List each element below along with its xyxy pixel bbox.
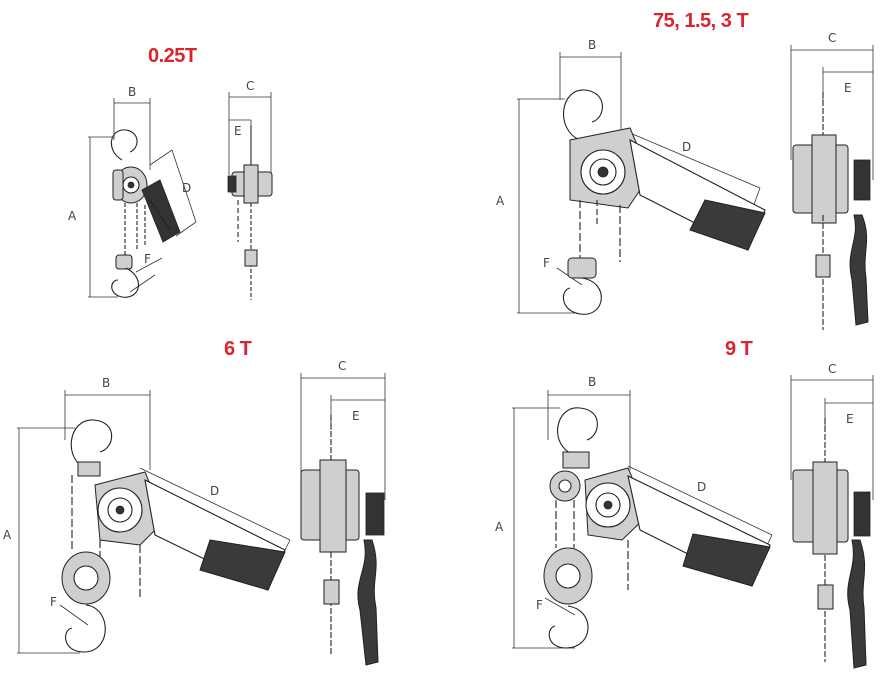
drawing-0.25t-side xyxy=(227,92,273,300)
dim-a-6t: A xyxy=(3,528,12,542)
dim-b-075: B xyxy=(588,38,596,52)
dim-c-9t: C xyxy=(828,362,836,376)
dim-e-075: E xyxy=(844,81,852,95)
drawing-075-1.5-3t-side xyxy=(790,45,874,330)
title-075-1.5-3t: 75, 1.5, 3 T xyxy=(653,10,748,32)
dim-f-6t: F xyxy=(50,595,57,609)
drawing-6t-front xyxy=(17,390,291,654)
bottom-hook-icon xyxy=(548,605,589,649)
top-hook-icon xyxy=(111,129,138,161)
dim-f-9t: F xyxy=(536,598,543,612)
dim-d-6t: D xyxy=(210,484,219,498)
dim-e-6t: E xyxy=(352,409,360,423)
dim-c-075: C xyxy=(828,31,836,45)
dim-e-9t: E xyxy=(846,412,854,426)
title-9t: 9 T xyxy=(725,338,753,360)
bottom-hook-icon xyxy=(111,267,139,298)
title-6t: 6 T xyxy=(224,338,252,360)
drawing-9t-side xyxy=(790,375,874,669)
dim-f-0.25t: F xyxy=(144,252,151,266)
top-hook-icon xyxy=(70,419,113,471)
drawing-6t-side xyxy=(300,373,386,666)
dim-a-9t: A xyxy=(495,520,504,534)
bottom-hook-icon xyxy=(562,277,602,315)
dim-d-0.25t: D xyxy=(182,181,191,195)
dim-b-6t: B xyxy=(102,376,110,390)
dim-c-0.25t: C xyxy=(246,79,254,93)
top-hook-icon xyxy=(563,89,603,141)
title-0.25t: 0.25T xyxy=(148,45,197,67)
dim-e-0.25t: E xyxy=(234,124,242,138)
drawing-9t-front xyxy=(512,390,773,649)
dim-f-075: F xyxy=(543,256,550,270)
dim-b-0.25t: B xyxy=(128,85,136,99)
dim-d-9t: D xyxy=(697,480,706,494)
dim-d-075: D xyxy=(682,140,691,154)
dim-a-075: A xyxy=(496,194,505,208)
dim-a-0.25t: A xyxy=(68,209,77,223)
drawing-075-1.5-3t-front xyxy=(517,52,766,315)
dim-c-6t: C xyxy=(338,359,346,373)
top-hook-icon xyxy=(557,407,598,456)
dim-b-9t: B xyxy=(588,375,596,389)
bottom-hook-icon xyxy=(65,604,106,653)
drawing-0.25t-front xyxy=(88,98,197,298)
